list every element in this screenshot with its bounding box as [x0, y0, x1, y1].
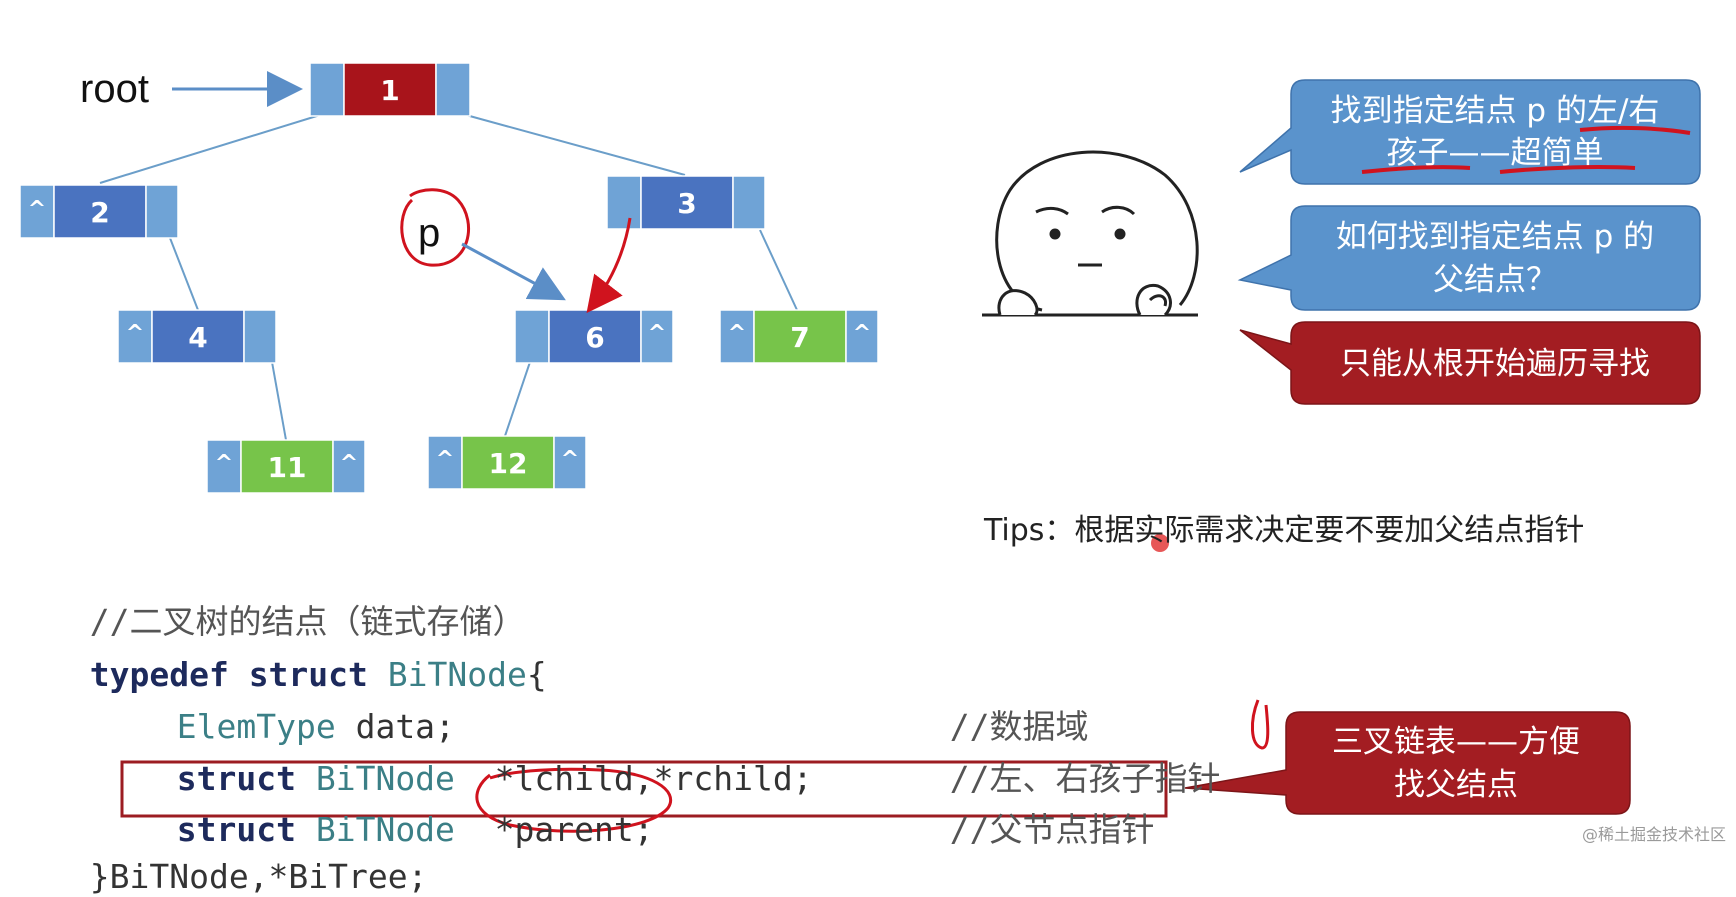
- tree-node-6: ^ 6: [514, 309, 674, 364]
- speech-bubble-parent-question: 如何找到指定结点 p 的 父结点？: [1237, 205, 1701, 311]
- null-hat: ^: [126, 321, 144, 346]
- tree-node-2: ^ 2: [19, 184, 179, 239]
- closing-declaration: }BiTNode,*BiTree;: [89, 857, 428, 896]
- parent-circle-annotation: [475, 767, 673, 833]
- tree-edges: [99, 114, 798, 441]
- edge-1-3: [465, 114, 686, 176]
- comment-children: //左、右孩子指针: [949, 759, 1221, 798]
- thinking-face-icon: [982, 150, 1199, 317]
- red-pen-arrow: [586, 217, 632, 314]
- tips-text: Tips：根据实际需求决定要不要加父结点指针: [984, 513, 1585, 548]
- root-label: root: [80, 67, 149, 111]
- bubble-1-line-2: 孩子——超简单: [1387, 135, 1604, 171]
- tree-node-3: 3: [606, 175, 766, 230]
- p-arrow: [461, 242, 566, 301]
- tree-node-11: ^ 11 ^: [206, 439, 366, 494]
- watermark: @稀土掘金技术社区: [1581, 825, 1726, 844]
- null-hat: ^: [436, 447, 454, 472]
- null-hat: ^: [28, 197, 46, 222]
- node-3-value: 3: [677, 187, 696, 220]
- parent-declaration: *parent;: [494, 810, 654, 849]
- bubble-4-line-2: 找父结点: [1394, 767, 1518, 803]
- struct-keyword: struct: [176, 759, 296, 798]
- bubble-2-line-2: 父结点？: [1433, 262, 1557, 298]
- code-comment-children: //左、右孩子指针: [910, 719, 1221, 799]
- tree-node-4: ^ 4: [117, 309, 277, 364]
- struct-keyword: struct: [176, 810, 296, 849]
- parent-line-highlight: [120, 760, 1168, 818]
- edge-1-2: [99, 114, 321, 184]
- bubble-2-line-1: 如何找到指定结点 p 的: [1336, 219, 1654, 255]
- node-1-value: 1: [380, 74, 399, 107]
- node-7-value: 7: [790, 321, 809, 354]
- binary-tree-diagram: root 1 ^ 2 3 ^ 4 ^ 6: [19, 62, 1701, 833]
- code-comment-title: //二叉树的结点（链式存储）: [50, 562, 526, 642]
- elemtype-type: ElemType: [176, 707, 336, 746]
- underline-simple: [1499, 165, 1636, 174]
- bubble-4-line-1: 三叉链表——方便: [1332, 724, 1580, 760]
- p-circle-annotation: [400, 188, 471, 267]
- code-line-typedef: typedef struct BiTNode{: [50, 615, 547, 695]
- code-comment-parent: //父节点指针: [910, 770, 1155, 850]
- pointer-p-label: p: [418, 211, 440, 255]
- null-hat: ^: [561, 447, 579, 472]
- code-line-parent: struct BiTNode *parent;: [137, 770, 654, 850]
- code-comment-data: //数据域: [910, 667, 1089, 747]
- speech-bubble-children: 找到指定结点 p 的左/右 孩子——超简单: [1239, 79, 1701, 185]
- node-4-value: 4: [188, 321, 207, 354]
- comment-data: //数据域: [949, 707, 1089, 746]
- typedef-name: BiTNode: [387, 655, 527, 694]
- node-11-value: 11: [268, 451, 307, 484]
- cursor-dot: [1151, 534, 1169, 552]
- comment-title: //二叉树的结点（链式存储）: [89, 602, 526, 641]
- bubble-3-text: 只能从根开始遍历寻找: [1340, 346, 1650, 382]
- node-12-value: 12: [489, 447, 528, 480]
- null-hat: ^: [853, 321, 871, 346]
- pen-mark-stroke: [1251, 699, 1270, 750]
- edge-6-12: [504, 361, 531, 437]
- edge-4-11: [271, 361, 287, 441]
- speech-bubble-trident-list: 三叉链表——方便 找父结点: [1184, 711, 1631, 815]
- typedef-keyword: typedef struct: [89, 655, 368, 694]
- speech-bubble-traverse-answer: 只能从根开始遍历寻找: [1239, 321, 1701, 405]
- underline-left-right: [1579, 125, 1691, 135]
- code-line-data: ElemType data;: [137, 667, 455, 747]
- null-hat: ^: [215, 451, 233, 476]
- node-6-value: 6: [585, 321, 604, 354]
- tree-node-1: 1: [309, 62, 471, 117]
- edge-2-4: [169, 237, 199, 311]
- edge-3-7: [759, 229, 798, 311]
- null-hat: ^: [340, 451, 358, 476]
- tree-node-12: ^ 12 ^: [427, 435, 587, 490]
- bitnode-type: BiTNode: [315, 759, 455, 798]
- node-2-value: 2: [90, 196, 109, 229]
- children-declaration: *lchild,*rchild;: [494, 759, 813, 798]
- comment-parent: //父节点指针: [949, 810, 1155, 849]
- underline-children: [1361, 165, 1471, 174]
- code-line-children: struct BiTNode *lchild,*rchild;: [137, 719, 813, 799]
- tree-node-7: ^ 7 ^: [719, 309, 879, 364]
- bubble-1-line-1: 找到指定结点 p 的左/右: [1331, 93, 1660, 129]
- null-hat: ^: [648, 321, 666, 346]
- code-line-closing: }BiTNode,*BiTree;: [50, 817, 428, 897]
- data-declaration: data;: [355, 707, 455, 746]
- null-hat: ^: [728, 321, 746, 346]
- typedef-brace: {: [526, 655, 547, 694]
- bitnode-type: BiTNode: [315, 810, 455, 849]
